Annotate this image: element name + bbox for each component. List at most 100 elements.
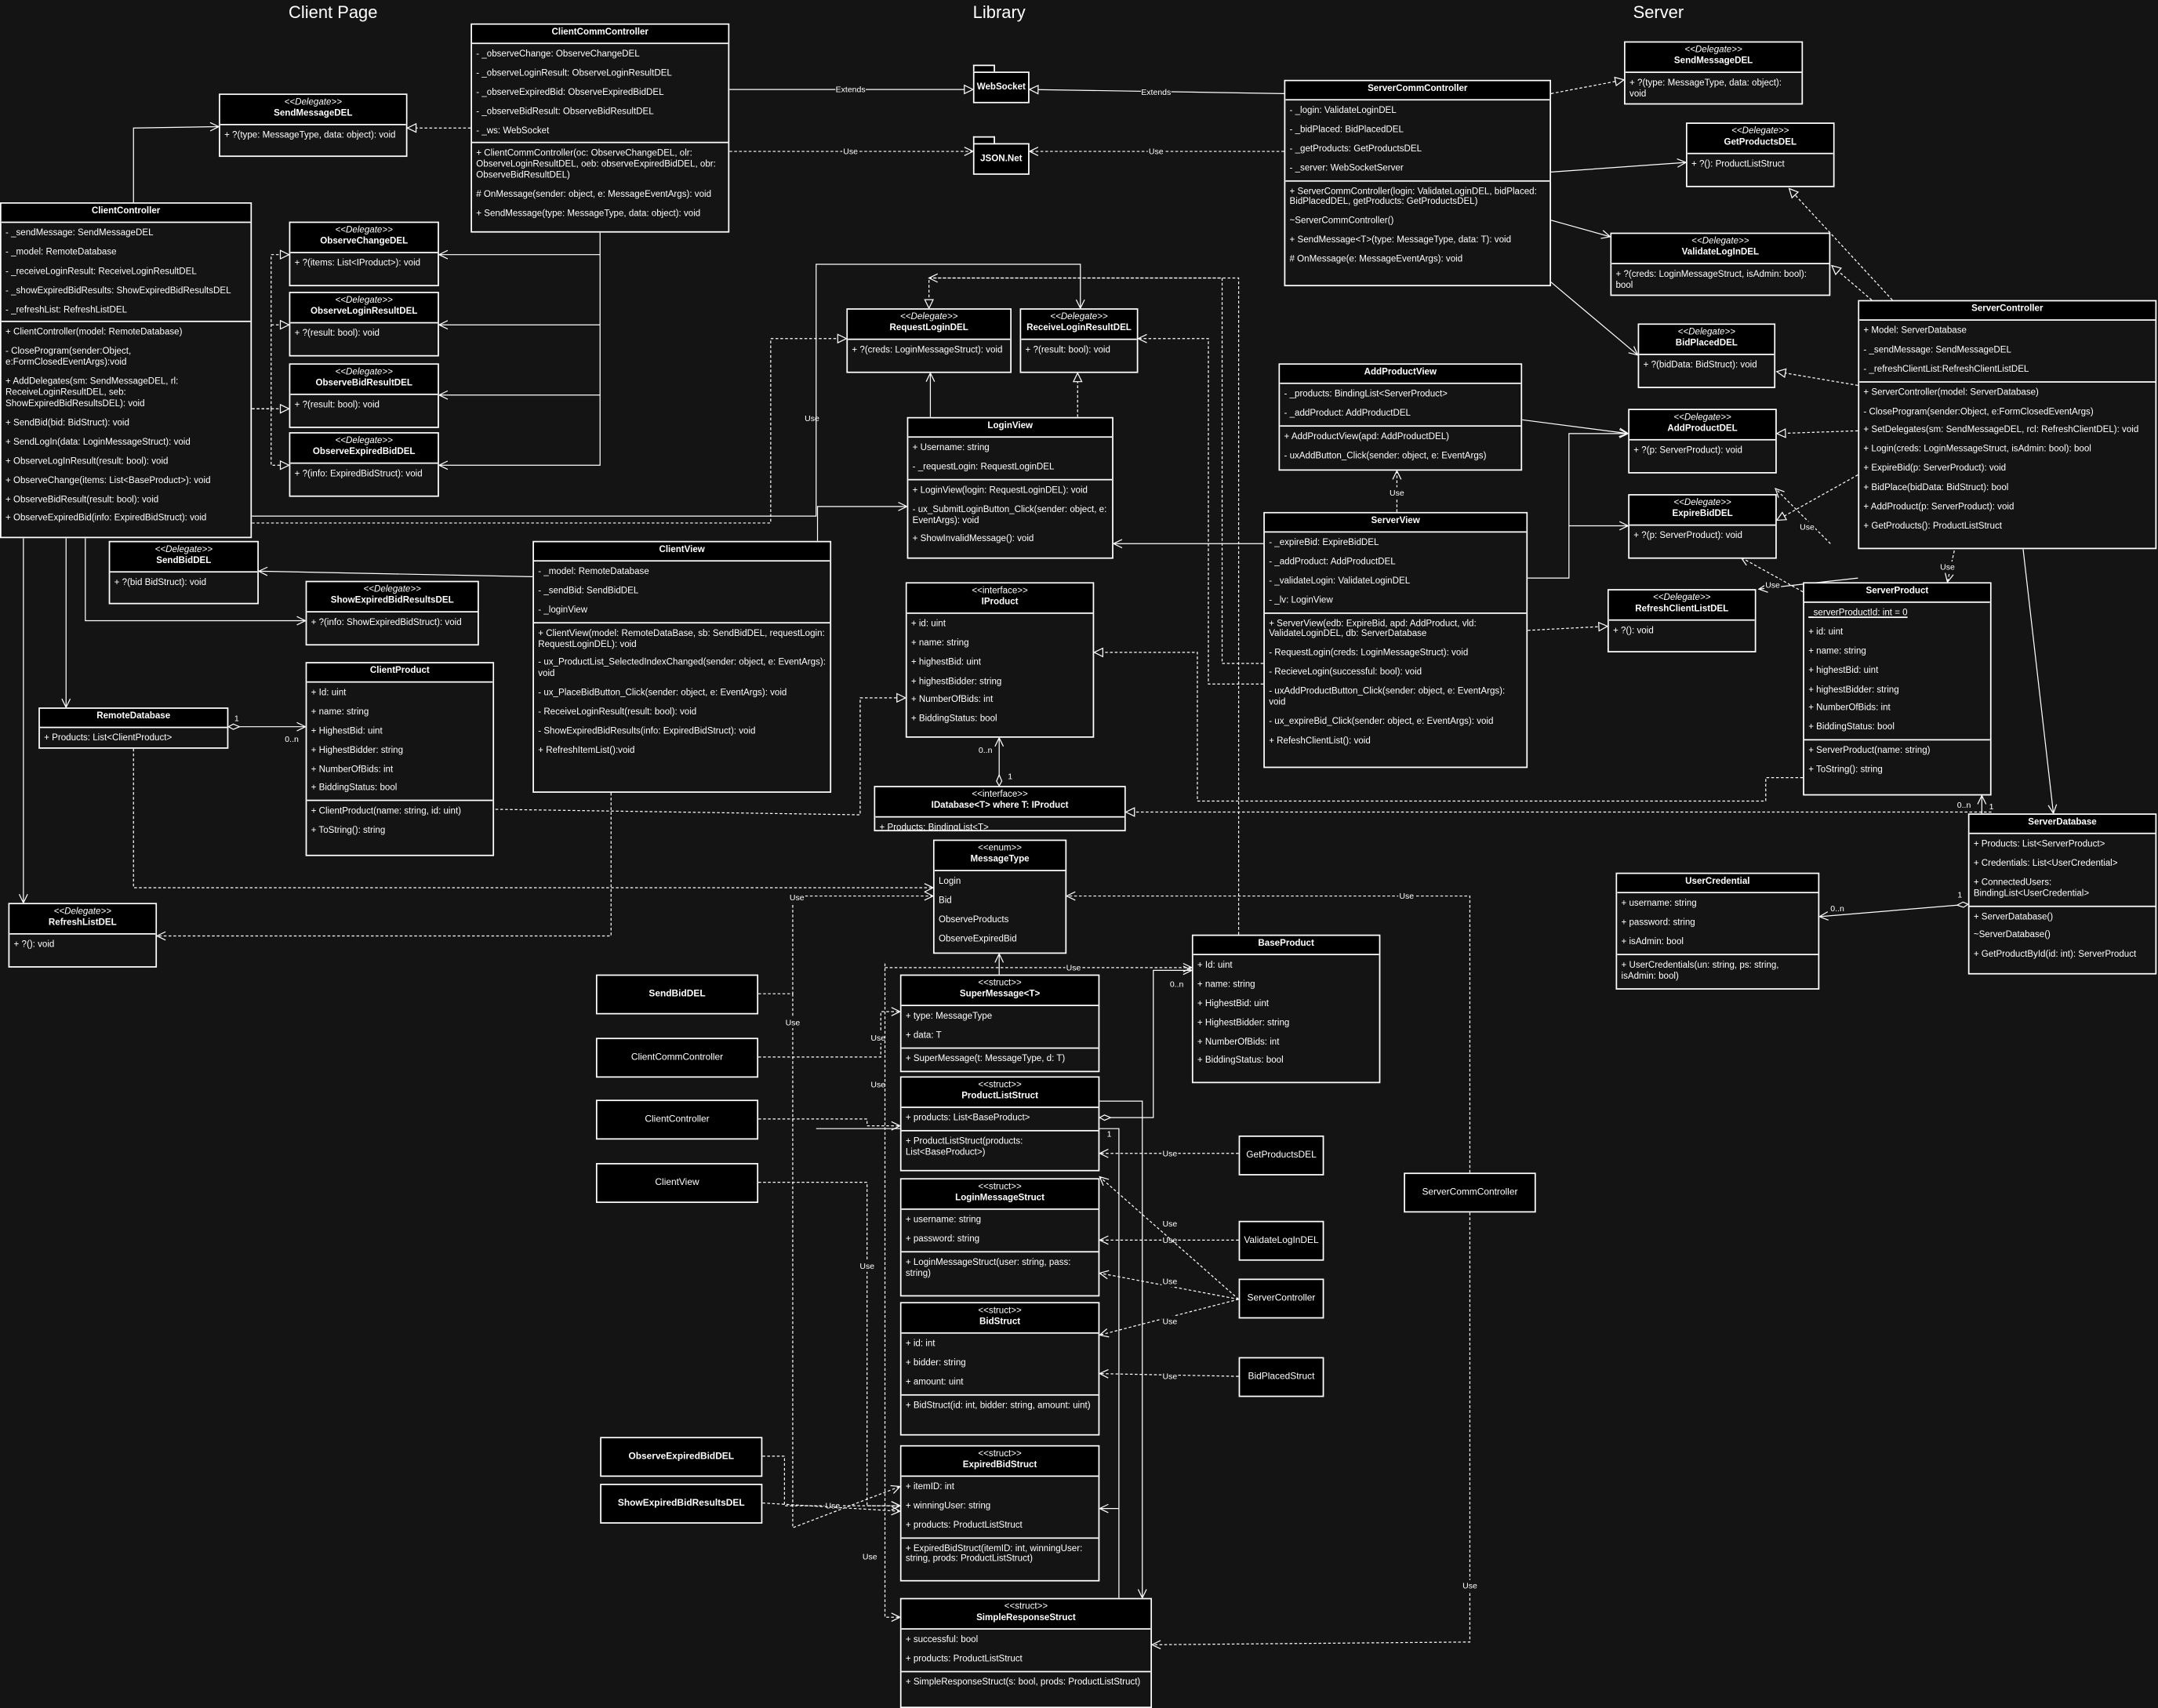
connector bbox=[816, 501, 909, 541]
connector-line bbox=[1819, 903, 1968, 918]
class-name: SendBidDEL bbox=[156, 555, 212, 566]
server-comm-controller-class[interactable]: ServerCommController- _login: ValidateLo… bbox=[1284, 79, 1551, 287]
method-row: + ShowInvalidMessage(): void bbox=[912, 534, 1034, 545]
methods-section: + ?(): void bbox=[1609, 620, 1755, 642]
attribute-row: + ConnectedUsers: BindingList<UserCreden… bbox=[1973, 878, 2090, 899]
client-controller-class[interactable]: ClientController- _sendMessage: SendMess… bbox=[0, 202, 252, 539]
attribute-row: + NumberOfBids: int bbox=[1197, 1037, 1280, 1047]
get-products-del-class[interactable]: <<Delegate>>GetProductsDEL+ ?(): Product… bbox=[1685, 122, 1835, 187]
connector bbox=[1775, 474, 1858, 521]
reference-show-expired-bid-results-del[interactable]: ShowExpiredBidResultsDEL bbox=[600, 1483, 763, 1524]
method-row: + SendLogIn(data: LoginMessageStruct): v… bbox=[5, 437, 191, 448]
method-row: + UserCredentials(un: string, ps: string… bbox=[1621, 960, 1779, 981]
refresh-client-list-del-class[interactable]: <<Delegate>>RefreshClientListDEL+ ?(): v… bbox=[1607, 589, 1757, 652]
login-view-class[interactable]: LoginView+ Username: string- _requestLog… bbox=[906, 416, 1114, 559]
expire-bid-del-class[interactable]: <<Delegate>>ExpireBidDEL+ ?(p: ServerPro… bbox=[1628, 494, 1777, 559]
reference-client-comm-controller[interactable]: ClientCommController bbox=[595, 1038, 759, 1078]
reference-validate-log-in-del[interactable]: ValidateLogInDEL bbox=[1238, 1220, 1324, 1261]
attributes-section: + id: uint+ name: string+ highestBid: ui… bbox=[907, 613, 1093, 731]
method-row: - ux_ProductList_SelectedIndexChanged(se… bbox=[538, 658, 826, 679]
reference-client-view[interactable]: ClientView bbox=[595, 1163, 759, 1203]
product-list-struct-class[interactable]: <<struct>>ProductListStruct+ products: L… bbox=[899, 1076, 1100, 1172]
class-header: <<Delegate>>SendMessageDEL bbox=[1625, 42, 1802, 73]
validate-log-in-del-class[interactable]: <<Delegate>>ValidateLogInDEL+ ?(creds: L… bbox=[1610, 232, 1831, 296]
reference-send-bid-del[interactable]: SendBidDEL bbox=[595, 974, 759, 1015]
connector: Use bbox=[762, 1455, 902, 1512]
connector-line bbox=[884, 963, 900, 1618]
connector bbox=[18, 538, 28, 904]
receive-login-result-del-class[interactable]: <<Delegate>>ReceiveLoginResultDEL+ ?(res… bbox=[1019, 308, 1139, 373]
observe-bid-result-del-class[interactable]: <<Delegate>>ObserveBidResultDEL+ ?(resul… bbox=[289, 363, 439, 428]
connector-line bbox=[1099, 969, 1192, 1118]
expired-bid-struct-class[interactable]: <<struct>>ExpiredBidStruct+ itemID: int+… bbox=[899, 1445, 1100, 1582]
reference-client-controller[interactable]: ClientController bbox=[595, 1099, 759, 1140]
reference-bid-placed-struct[interactable]: BidPlacedStruct bbox=[1238, 1357, 1324, 1397]
method-row: + ServerController(model: ServerDatabase… bbox=[1863, 387, 2039, 398]
label-background bbox=[1461, 1579, 1478, 1591]
method-row: + ServerCommController(login: ValidateLo… bbox=[1289, 186, 1537, 208]
arrowhead-triangle-icon bbox=[1830, 264, 1843, 276]
class-name: ClientView bbox=[659, 545, 705, 555]
method-row: + ?(): void bbox=[1612, 626, 1654, 636]
idatabase-class[interactable]: <<interface>>IDatabase<T> where T: IProd… bbox=[874, 786, 1126, 832]
connector: Use bbox=[1938, 550, 1956, 583]
base-product-class[interactable]: BaseProduct+ Id: uint+ name: string+ Hig… bbox=[1191, 934, 1381, 1084]
client-view-class[interactable]: ClientView- _model: RemoteDatabase- _sen… bbox=[532, 540, 832, 793]
package-websocket[interactable]: WebSocket bbox=[972, 64, 1030, 104]
request-login-del-class[interactable]: <<Delegate>>RequestLoginDEL+ ?(creds: Lo… bbox=[846, 308, 1012, 373]
remote-database-class[interactable]: RemoteDatabase+ Products: List<ClientPro… bbox=[38, 707, 229, 749]
attribute-row: - _login: ValidateLoginDEL bbox=[1289, 105, 1397, 116]
label-background bbox=[842, 146, 859, 158]
connector-label-use: Use bbox=[790, 893, 805, 903]
reference-name: ClientCommController bbox=[630, 1052, 724, 1063]
class-header: ClientView bbox=[533, 542, 830, 561]
connector: Use bbox=[758, 1182, 902, 1510]
simple-response-struct-class[interactable]: <<struct>>SimpleResponseStruct+ successf… bbox=[899, 1597, 1153, 1708]
bid-struct-class[interactable]: <<struct>>BidStruct+ id: int+ bidder: st… bbox=[899, 1302, 1100, 1436]
reference-server-controller[interactable]: ServerController bbox=[1238, 1278, 1324, 1319]
attribute-row: - _showExpiredBidResults: ShowExpiredBid… bbox=[5, 285, 231, 296]
server-controller-class[interactable]: ServerController+ Model: ServerDatabase-… bbox=[1858, 300, 2157, 550]
methods-section: + ServerCommController(login: ValidateLo… bbox=[1285, 180, 1550, 271]
add-product-del-class[interactable]: <<Delegate>>AddProductDEL+ ?(p: ServerPr… bbox=[1628, 409, 1777, 474]
observe-change-del-class[interactable]: <<Delegate>>ObserveChangeDEL+ ?(items: L… bbox=[289, 221, 439, 287]
super-message-class[interactable]: <<struct>>SuperMessage<T>+ type: Message… bbox=[899, 974, 1100, 1073]
class-name: ServerView bbox=[1371, 516, 1420, 526]
send-message-del-class[interactable]: <<Delegate>>SendMessageDEL+ ?(type: Mess… bbox=[1624, 41, 1804, 105]
client-comm-controller-class[interactable]: ClientCommController- _observeChange: Ob… bbox=[470, 23, 730, 233]
stereotype-label: <<Delegate>> bbox=[335, 436, 393, 446]
package-json-net[interactable]: JSON.Net bbox=[972, 136, 1030, 175]
connector: Use bbox=[1098, 1147, 1239, 1159]
reference-observe-expired-bid-del[interactable]: ObserveExpiredBidDEL bbox=[600, 1437, 763, 1477]
show-expired-bid-results-del-class[interactable]: <<Delegate>>ShowExpiredBidResultsDEL+ ?(… bbox=[305, 580, 479, 646]
server-product-class[interactable]: ServerProduct_serverProductId: int = 0+ … bbox=[1803, 582, 1992, 796]
connector bbox=[1528, 621, 1609, 632]
attribute-row: + itemID: int bbox=[905, 1481, 954, 1492]
bid-placed-del-class[interactable]: <<Delegate>>BidPlacedDEL+ ?(bidData: Bid… bbox=[1637, 323, 1776, 388]
add-product-view-class[interactable]: AddProductView- _products: BindingList<S… bbox=[1278, 363, 1523, 471]
methods-section: + ?(result: bool): void bbox=[1021, 340, 1136, 362]
method-row: - ux_PlaceBidButton_Click(sender: object… bbox=[538, 688, 787, 699]
send-message-del-class[interactable]: <<Delegate>>SendMessageDEL+ ?(type: Mess… bbox=[219, 93, 408, 158]
observe-login-result-del-class[interactable]: <<Delegate>>ObserveLoginResultDEL+ ?(res… bbox=[289, 292, 439, 357]
method-row: + BidStruct(id: int, bidder: string, amo… bbox=[905, 1400, 1091, 1411]
connector bbox=[925, 372, 935, 417]
user-credential-class[interactable]: UserCredential+ username: string+ passwo… bbox=[1615, 872, 1820, 990]
class-name: ObserveBidResultDEL bbox=[315, 378, 412, 388]
server-view-class[interactable]: ServerView- _expireBid: ExpireBidDEL- _a… bbox=[1263, 511, 1528, 769]
refresh-list-del-class[interactable]: <<Delegate>>RefreshListDEL+ ?(): void bbox=[8, 903, 158, 968]
iproduct-class[interactable]: <<interface>>IProduct+ id: uint+ name: s… bbox=[905, 582, 1095, 738]
observe-expired-bid-del-class[interactable]: <<Delegate>>ObserveExpiredBidDEL+ ?(info… bbox=[289, 432, 439, 497]
login-message-struct-class[interactable]: <<struct>>LoginMessageStruct+ username: … bbox=[899, 1178, 1100, 1297]
send-bid-del-class[interactable]: <<Delegate>>SendBidDEL+ ?(bid BidStruct)… bbox=[108, 540, 259, 605]
reference-server-comm-controller[interactable]: ServerCommController bbox=[1404, 1172, 1536, 1213]
connector-label-use: Use bbox=[1390, 489, 1404, 498]
method-row: + ?(bidData: BidStruct): void bbox=[1643, 360, 1757, 370]
methods-section: + ?(result: bool): void bbox=[290, 394, 438, 416]
method-row: + AddDelegates(sm: SendMessageDEL, rl: R… bbox=[5, 377, 179, 409]
client-product-class[interactable]: ClientProduct+ Id: uint+ name: string+ H… bbox=[305, 662, 495, 856]
server-database-class[interactable]: ServerDatabase+ Products: List<ServerPro… bbox=[1967, 813, 2157, 975]
reference-get-products-del[interactable]: GetProductsDEL bbox=[1238, 1135, 1324, 1176]
connector-line bbox=[1066, 895, 1471, 1173]
